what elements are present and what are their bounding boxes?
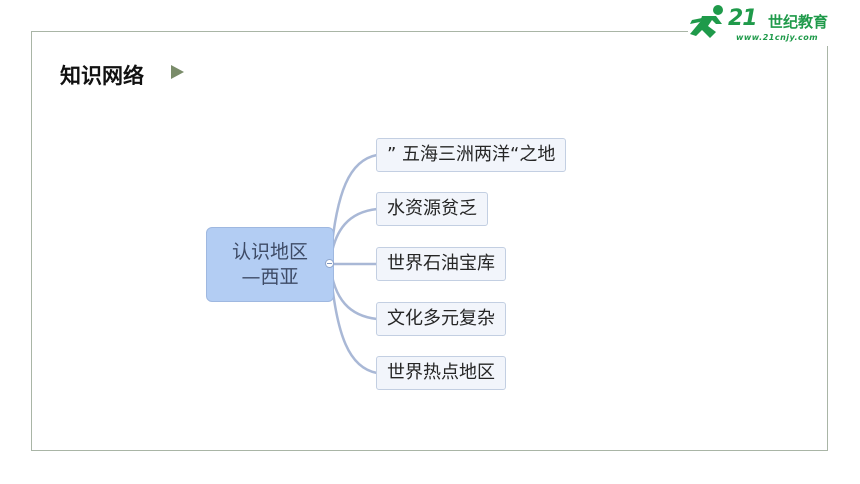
central-topic-line1: 认识地区 (231, 240, 308, 263)
logo-number: 21 (728, 6, 758, 31)
central-topic-line2: —西亚 (241, 265, 299, 288)
logo-url: www.21cnjy.com (736, 33, 819, 42)
slide-frame (31, 31, 828, 451)
branch-topic-3[interactable]: 世界石油宝库 (376, 247, 506, 281)
runner-icon (690, 5, 723, 38)
brand-logo: 21 世纪教育 www.21cnjy.com (688, 2, 858, 46)
section-title: 知识网络 (60, 64, 144, 88)
branch-topic-1[interactable]: ” 五海三洲两洋“之地 (376, 138, 567, 172)
triangle-right-icon (171, 65, 184, 79)
branch-topic-5[interactable]: 世界热点地区 (376, 356, 506, 390)
collapse-toggle-icon[interactable] (325, 259, 334, 268)
branch-topic-4[interactable]: 文化多元复杂 (376, 302, 506, 336)
central-topic[interactable]: 认识地区 —西亚 (206, 227, 334, 302)
logo-brand-text: 世纪教育 (768, 13, 829, 31)
branch-topic-2[interactable]: 水资源贫乏 (376, 192, 488, 226)
